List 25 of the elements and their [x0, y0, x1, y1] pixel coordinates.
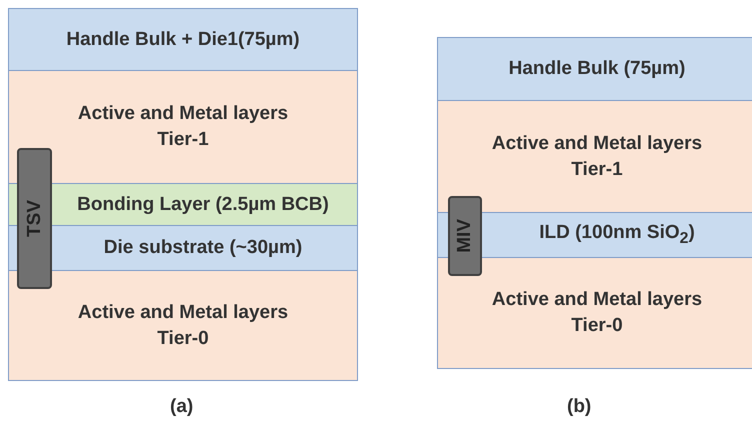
panel-caption: (a)	[170, 396, 194, 418]
layer-label: Tier-1	[157, 128, 209, 152]
layer-label: Tier-0	[571, 314, 623, 338]
layer-band	[8, 270, 358, 381]
via-pillar	[448, 196, 482, 276]
via-pillar	[17, 148, 52, 289]
layer-label: Tier-0	[157, 326, 209, 350]
layer-label: Handle Bulk + Die1(75µm)	[66, 28, 300, 52]
via-label: MIV	[453, 219, 476, 253]
layer-band	[8, 70, 358, 184]
layer-label: Active and Metal layers	[492, 288, 702, 312]
layer-label: Die substrate (~30µm)	[104, 236, 302, 260]
layer-band	[437, 257, 752, 369]
layer-label: Tier-1	[571, 158, 623, 182]
layer-label: Handle Bulk (75µm)	[508, 57, 686, 82]
layer-label: Active and Metal layers	[78, 102, 288, 126]
layer-label: Active and Metal layers	[78, 300, 288, 325]
layer-band	[437, 37, 752, 101]
layer-label: Active and Metal layers	[492, 132, 702, 156]
via-label: TSV	[22, 200, 46, 237]
layer-band	[8, 8, 358, 71]
layer-band	[437, 100, 752, 213]
panel-caption: (b)	[567, 396, 592, 418]
layer-label: ILD (100nm SiO$_{2}$)	[539, 221, 695, 250]
layer-label: Bonding Layer (2.5µm BCB)	[77, 192, 329, 217]
